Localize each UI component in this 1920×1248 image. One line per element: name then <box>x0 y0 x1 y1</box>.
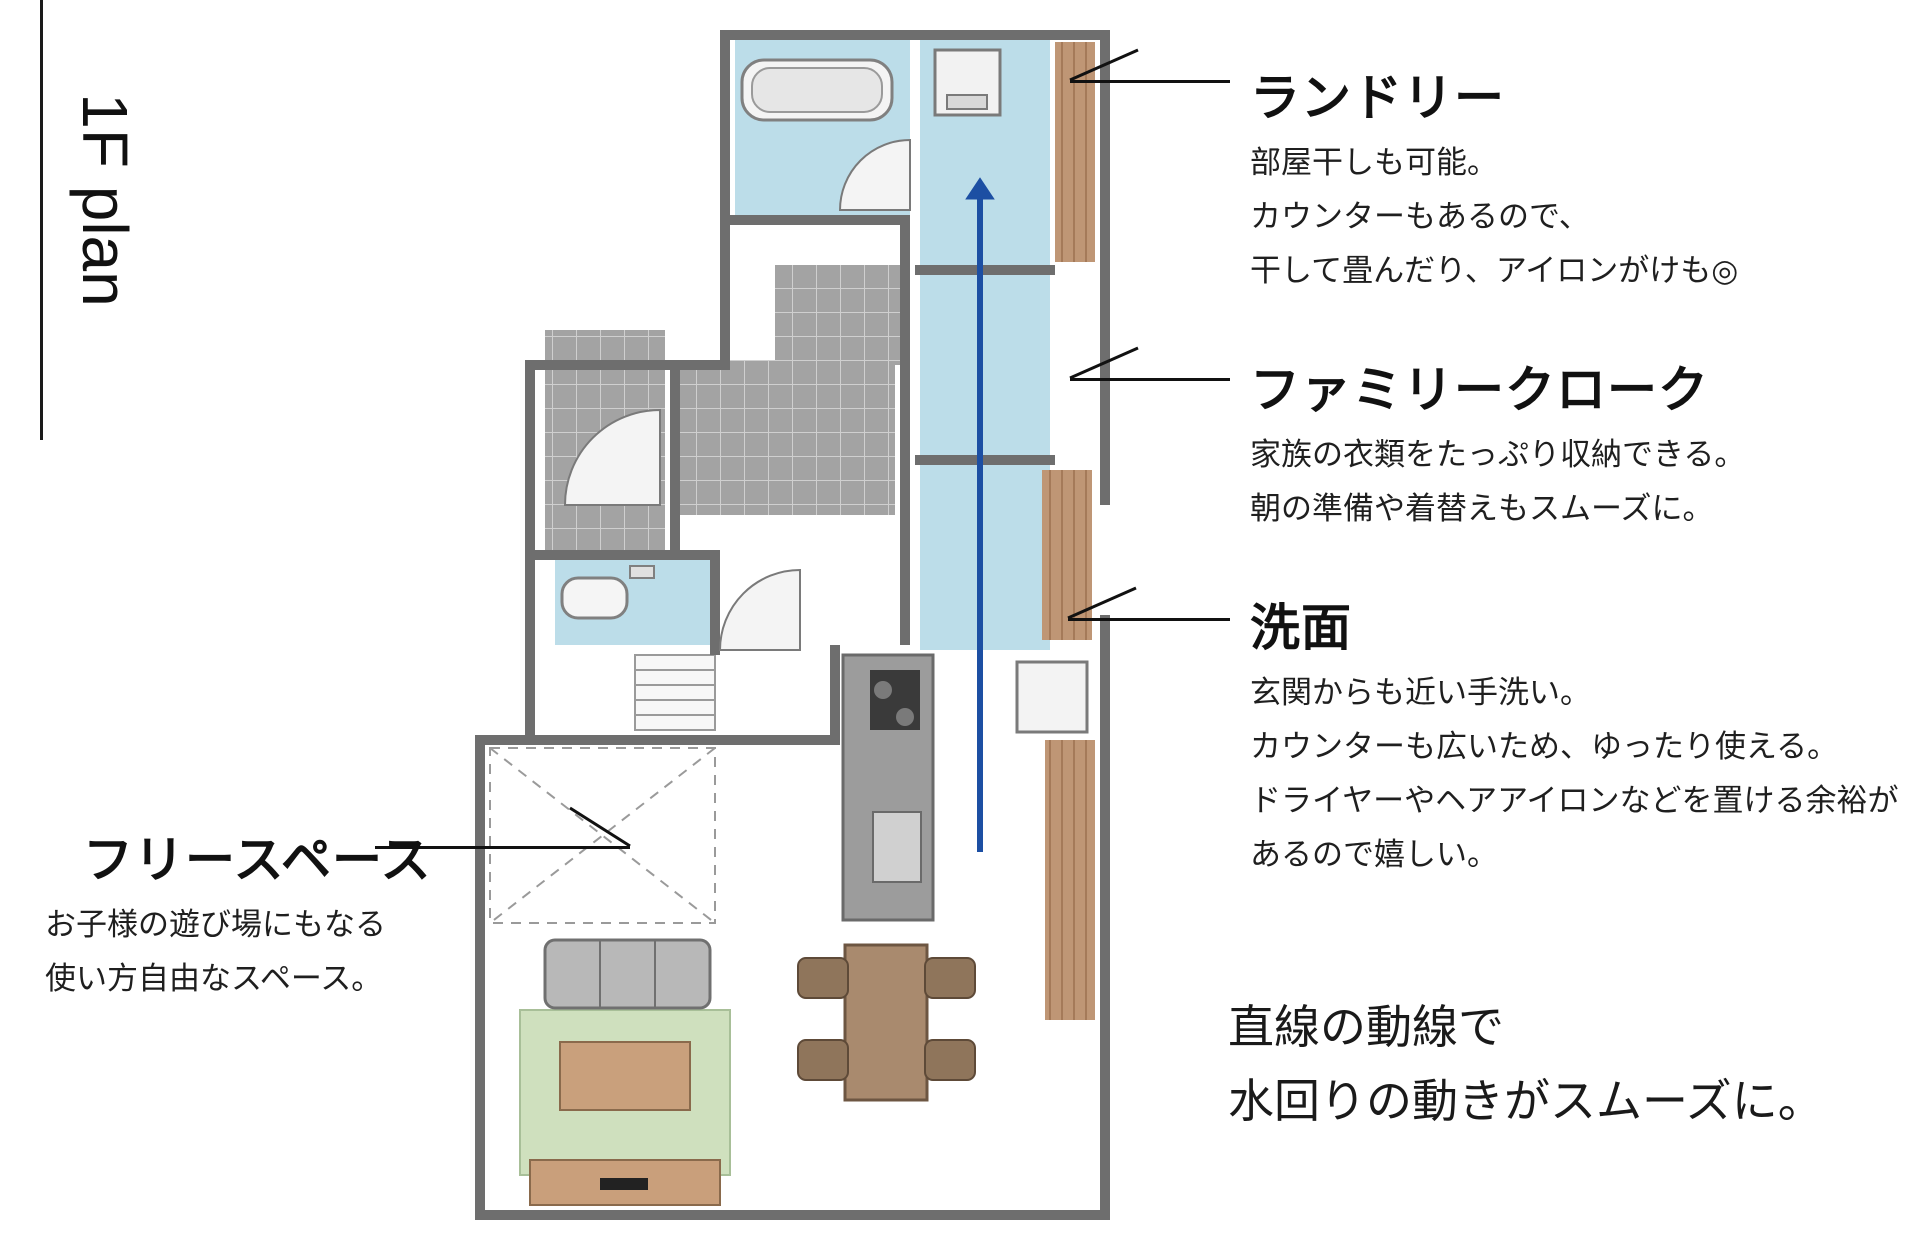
washroom-leader <box>1068 618 1230 621</box>
laundry-annotation: ランドリー 部屋干しも可能。 カウンターもあるので、 干して畳んだり、アイロンが… <box>1250 58 1738 298</box>
family-cloak-leader <box>1070 378 1230 381</box>
refrigerator <box>1015 660 1089 734</box>
free-space-heading: フリースペース <box>83 831 432 889</box>
living-table <box>559 1041 691 1111</box>
laundry-leader <box>1070 80 1230 83</box>
free-space-annotation: フリースペース お子様の遊び場にもなる 使い方自由なスペース。 <box>45 820 432 1006</box>
washroom-line-3: ドライヤーやヘアアイロンなどを置ける余裕が <box>1250 783 1899 819</box>
washroom-annotation: 洗面 玄関からも近い手洗い。 カウンターも広いため、ゆったり使える。 ドライヤー… <box>1250 588 1899 882</box>
washroom-line-4: あるので嬉しい。 <box>1250 837 1498 873</box>
laundry-line-1: 部屋干しも可能。 <box>1250 145 1498 181</box>
title-divider <box>40 0 43 440</box>
summary-text: 直線の動線で 水回りの動きがスムーズに。 <box>1228 990 1824 1138</box>
washroom-counter <box>1042 470 1092 640</box>
free-space-area <box>489 747 716 924</box>
toilet <box>560 565 655 620</box>
family-cloak-line-1: 家族の衣類をたっぷり収納できる。 <box>1250 437 1746 473</box>
washing-machine <box>933 48 1002 117</box>
washroom-floor <box>920 460 1050 650</box>
family-cloak-annotation: ファミリークローク 家族の衣類をたっぷり収納できる。 朝の準備や着替えもスムーズ… <box>1250 350 1745 536</box>
sofa <box>543 938 712 1010</box>
family-cloak-heading: ファミリークローク <box>1250 361 1709 419</box>
shoes-tile-floor <box>775 265 905 365</box>
laundry-heading: ランドリー <box>1250 69 1505 127</box>
living-storage <box>1045 740 1095 1020</box>
washroom-line-1: 玄関からも近い手洗い。 <box>1250 675 1591 711</box>
laundry-shelf <box>1055 42 1095 262</box>
dining-set <box>797 943 976 1102</box>
kitchen-counter <box>841 653 935 922</box>
title-area: 1F plan <box>0 0 150 440</box>
free-space-line-1: お子様の遊び場にもなる <box>45 907 386 943</box>
free-space-leader <box>375 846 630 849</box>
laundry-line-2: カウンターもあるので、 <box>1250 199 1590 235</box>
family-cloak-line-2: 朝の準備や着替えもスムーズに。 <box>1250 491 1714 527</box>
family-cloak-floor <box>920 270 1050 460</box>
summary-line-2: 水回りの動きがスムーズに。 <box>1228 1074 1824 1128</box>
flow-arrow <box>965 177 995 852</box>
hall-tile-floor <box>670 360 895 515</box>
washroom-heading: 洗面 <box>1250 599 1352 657</box>
walls <box>475 30 1110 1220</box>
leader-lines <box>569 48 1139 848</box>
summary-line-1: 直線の動線で <box>1228 1000 1504 1054</box>
stairs <box>634 654 716 731</box>
bathtub <box>740 58 894 122</box>
tv-board <box>529 1159 721 1206</box>
door-swings <box>563 138 911 651</box>
washroom-line-2: カウンターも広いため、ゆったり使える。 <box>1250 729 1839 765</box>
free-space-line-2: 使い方自由なスペース。 <box>45 961 383 997</box>
laundry-line-3: 干して畳んだり、アイロンがけも◎ <box>1250 253 1739 289</box>
